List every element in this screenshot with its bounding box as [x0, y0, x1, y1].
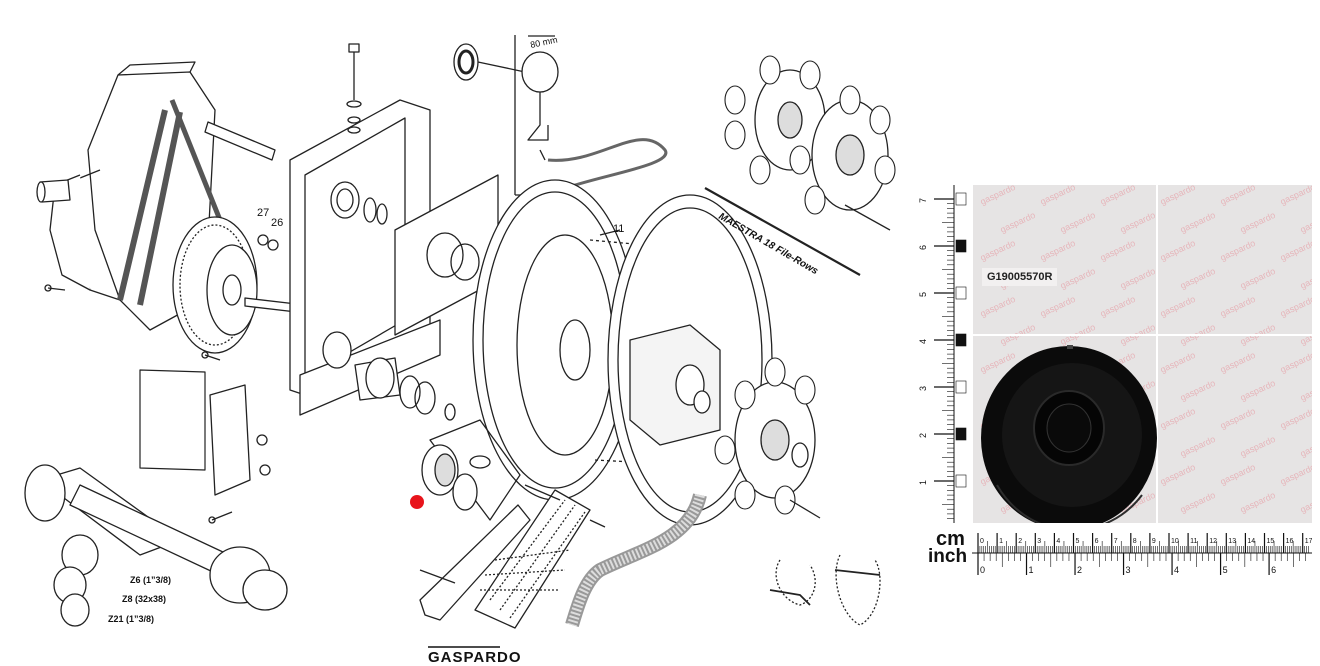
vertical-tick-label: 7: [918, 198, 928, 203]
inch-tick-label: 3: [1126, 565, 1131, 575]
inch-tick-label: 1: [1029, 565, 1034, 575]
gauge-dimension-label: 80 mm: [529, 34, 558, 50]
cm-tick-label: 11: [1190, 538, 1197, 545]
inch-tick-label: 0: [980, 565, 985, 575]
fan-rotor-bottom: [714, 357, 821, 519]
cm-tick-label: 13: [1228, 538, 1236, 545]
z8-label: Z8 (32x38): [122, 594, 166, 604]
cm-tick-label: 0: [980, 538, 984, 545]
part-label-26: 26: [271, 217, 283, 229]
cm-tick-label: 8: [1133, 538, 1137, 545]
inch-tick-label: 4: [1174, 565, 1179, 575]
inch-tick-label: 2: [1077, 565, 1082, 575]
vertical-tick-label: 6: [918, 245, 928, 250]
red-marker: [410, 495, 424, 509]
cm-tick-label: 1: [999, 538, 1003, 545]
cm-tick-label: 6: [1095, 538, 1099, 545]
black-cap-part: [981, 345, 1157, 532]
vertical-ruler: 7 6 5 4 3 2 1: [912, 185, 972, 525]
inch-tick-label: 6: [1271, 565, 1276, 575]
cm-tick-label: 15: [1267, 538, 1275, 545]
inch-tick-label: 5: [1223, 565, 1228, 575]
part-label-27: 27: [257, 207, 269, 219]
fan-rotor-top: [704, 55, 896, 276]
mounting-bracket: [139, 369, 271, 524]
cm-tick-label: 17: [1305, 538, 1312, 545]
flexible-hose: [565, 493, 707, 628]
deflector-and-mesh: [419, 484, 606, 629]
clip-parts: [769, 554, 881, 626]
gaspardo-logo: GASPARDO: [428, 649, 522, 666]
cm-tick-label: 4: [1056, 538, 1060, 545]
horizontal-ruler: 012345678910111213141516171801234567: [912, 523, 1312, 585]
central-frame: [289, 43, 499, 421]
z21-label: Z21 (1”3/8): [108, 614, 154, 624]
cm-tick-label: 2: [1018, 538, 1022, 545]
highlighted-cap-part: [410, 419, 521, 521]
cm-tick-label: 12: [1209, 538, 1217, 545]
cm-tick-label: 3: [1037, 538, 1041, 545]
cm-tick-label: 9: [1152, 538, 1156, 545]
cm-tick-label: 10: [1171, 538, 1179, 545]
vertical-tick-label: 4: [918, 339, 928, 344]
cm-tick-label: 16: [1286, 538, 1294, 545]
vertical-tick-label: 2: [918, 433, 928, 438]
vertical-tick-label: 1: [918, 480, 928, 485]
part-label-11: 11: [613, 223, 624, 235]
vertical-tick-label: 5: [918, 292, 928, 297]
inch-unit-label: inch: [928, 546, 968, 567]
part-code-label: G19005570R: [982, 268, 1058, 286]
cm-tick-label: 5: [1076, 538, 1080, 545]
z6-label: Z6 (1”3/8): [130, 575, 171, 585]
exploded-parts-diagram: 27 26 11 80 mm MAESTRA 18 File-Rows Z6 (…: [24, 34, 896, 666]
pto-drive-shaft: [24, 464, 288, 627]
cm-tick-label: 14: [1247, 538, 1255, 545]
vertical-tick-label: 3: [918, 386, 928, 391]
cm-tick-label: 7: [1114, 538, 1118, 545]
pressure-gauge-assembly: [453, 35, 668, 196]
belt-drive-housing: [36, 61, 306, 361]
cm-unit-label: cm: [936, 528, 965, 550]
